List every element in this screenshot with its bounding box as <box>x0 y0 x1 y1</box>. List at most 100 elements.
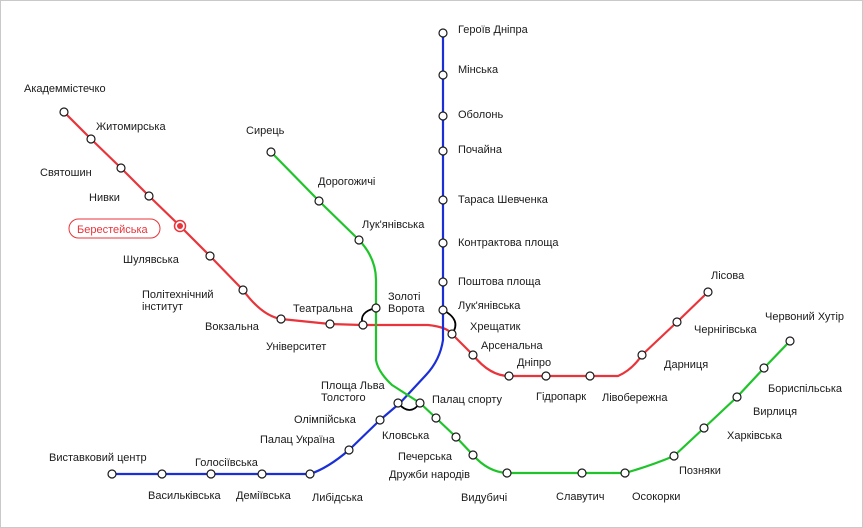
label-vyrlytsia: Вирлиця <box>753 406 797 418</box>
label-pecherska: Печерська <box>398 451 453 463</box>
station-obolon[interactable] <box>438 111 448 121</box>
station-vystavkovyi[interactable] <box>107 469 117 479</box>
label-palats-ukraina: Палац Україна <box>260 434 336 446</box>
station-pozniaky[interactable] <box>669 451 679 461</box>
selected-station-pill[interactable] <box>68 218 161 239</box>
station-chernihivska[interactable] <box>672 317 682 327</box>
label-dorohozhychi: Дорогожичі <box>318 176 375 188</box>
station-zoloti-vorota[interactable] <box>371 303 381 313</box>
station-khreshchatyk[interactable] <box>447 329 457 339</box>
station-teatralna[interactable] <box>358 320 368 330</box>
station-universytet[interactable] <box>325 319 335 329</box>
station-livoberezhna[interactable] <box>585 371 595 381</box>
label-druzhby: Дружби народів <box>389 469 470 481</box>
label-minska: Мінська <box>458 64 499 76</box>
station-vokzalna[interactable] <box>276 314 286 324</box>
station-slavutych[interactable] <box>577 468 587 478</box>
label-boryspilska: Бориспільська <box>768 383 843 395</box>
label-zoloti-2: Ворота <box>388 303 425 315</box>
label-demiivska: Деміївська <box>236 490 292 502</box>
label-heroiv-dnipra: Героїв Дніпра <box>458 24 529 36</box>
station-osokorky[interactable] <box>620 468 630 478</box>
station-olimpiiska[interactable] <box>375 415 385 425</box>
label-zhytomyrska: Житомирська <box>96 121 166 133</box>
station-sviatoshyn[interactable] <box>116 163 126 173</box>
station-pecherska[interactable] <box>451 432 461 442</box>
label-olimpiiska: Олімпійська <box>294 414 357 426</box>
station-tarasa-shevchenka[interactable] <box>438 195 448 205</box>
label-vokzalna: Вокзальна <box>205 321 260 333</box>
label-klovska: Кловська <box>382 430 430 442</box>
station-palats-ukraina[interactable] <box>344 445 354 455</box>
label-khreshchatyk: Хрещатик <box>470 321 521 333</box>
station-kontraktova[interactable] <box>438 238 448 248</box>
station-lva-tolstoho[interactable] <box>393 398 403 408</box>
station-lybidska[interactable] <box>305 469 315 479</box>
label-lybidska: Либідська <box>312 492 364 504</box>
label-teatralna: Театральна <box>293 303 354 315</box>
station-akademmistechko[interactable] <box>59 107 69 117</box>
label-lva-tolstoho-1: Площа Льва <box>321 380 385 392</box>
label-sviatoshyn: Святошин <box>40 167 92 179</box>
label-tarasa-shevchenka: Тараса Шевченка <box>458 194 549 206</box>
label-shuliavska: Шулявська <box>123 254 180 266</box>
station-palats-sportu[interactable] <box>415 398 425 408</box>
station-heroiv-dnipra[interactable] <box>438 28 448 38</box>
label-arsenalna: Арсенальна <box>481 340 543 352</box>
station-minska[interactable] <box>438 70 448 80</box>
station-maidan[interactable] <box>438 305 448 315</box>
label-poshtova: Поштова площа <box>458 276 541 288</box>
label-universytet: Університет <box>266 341 326 353</box>
label-pochaina: Почайна <box>458 144 503 156</box>
station-nyvky[interactable] <box>144 191 154 201</box>
station-politekhnichnyi[interactable] <box>238 285 248 295</box>
station-demiivska[interactable] <box>257 469 267 479</box>
label-chervonyi-khutir: Червоний Хутір <box>765 311 844 323</box>
station-kharkivska[interactable] <box>699 423 709 433</box>
station-arsenalna[interactable] <box>468 350 478 360</box>
station-vydubychi[interactable] <box>502 468 512 478</box>
red-line <box>62 110 710 378</box>
station-lukianivska[interactable] <box>354 235 364 245</box>
station-lisova[interactable] <box>703 287 713 297</box>
station-boryspilska[interactable] <box>759 363 769 373</box>
label-politekhnichnyi-1: Політехнічний <box>142 289 214 301</box>
station-vasylkivska[interactable] <box>157 469 167 479</box>
label-osokorky: Осокорки <box>632 491 680 503</box>
label-slavutych: Славутич <box>556 491 605 503</box>
station-hidropark[interactable] <box>541 371 551 381</box>
station-darnytsia[interactable] <box>637 350 647 360</box>
label-holosiivska: Голосіївська <box>195 457 259 469</box>
label-vydubychi: Видубичі <box>461 492 507 504</box>
station-dorohozhychi[interactable] <box>314 196 324 206</box>
label-livoberezhna: Лівобережна <box>602 392 668 404</box>
station-holosiivska[interactable] <box>206 469 216 479</box>
label-beresteiska[interactable]: Берестейська <box>77 224 149 236</box>
label-nyvky: Нивки <box>89 192 120 204</box>
label-palats-sportu: Палац спорту <box>432 394 503 406</box>
label-lva-tolstoho-2: Толстого <box>321 392 366 404</box>
station-chervonyi-khutir[interactable] <box>785 336 795 346</box>
station-klovska[interactable] <box>431 413 441 423</box>
station-shuliavska[interactable] <box>205 251 215 261</box>
label-lukianivska: Лук'янівська <box>362 219 425 231</box>
station-dnipro[interactable] <box>504 371 514 381</box>
station-pochaina[interactable] <box>438 146 448 156</box>
station-poshtova[interactable] <box>438 277 448 287</box>
selected-marker-icon <box>177 223 183 229</box>
label-dnipro: Дніпро <box>517 357 551 369</box>
label-obolon: Оболонь <box>458 109 503 121</box>
label-syrets: Сирець <box>246 125 285 137</box>
label-kharkivska: Харківська <box>727 430 783 442</box>
station-syrets[interactable] <box>266 147 276 157</box>
station-druzhby[interactable] <box>468 450 478 460</box>
station-zhytomyrska[interactable] <box>86 134 96 144</box>
label-lisova: Лісова <box>711 270 745 282</box>
label-chernihivska: Чернігівська <box>694 324 758 336</box>
station-vyrlytsia[interactable] <box>732 392 742 402</box>
label-politekhnichnyi-2: інститут <box>142 301 183 313</box>
label-hidropark: Гідропарк <box>536 391 586 403</box>
label-vasylkivska: Васильківська <box>148 490 222 502</box>
